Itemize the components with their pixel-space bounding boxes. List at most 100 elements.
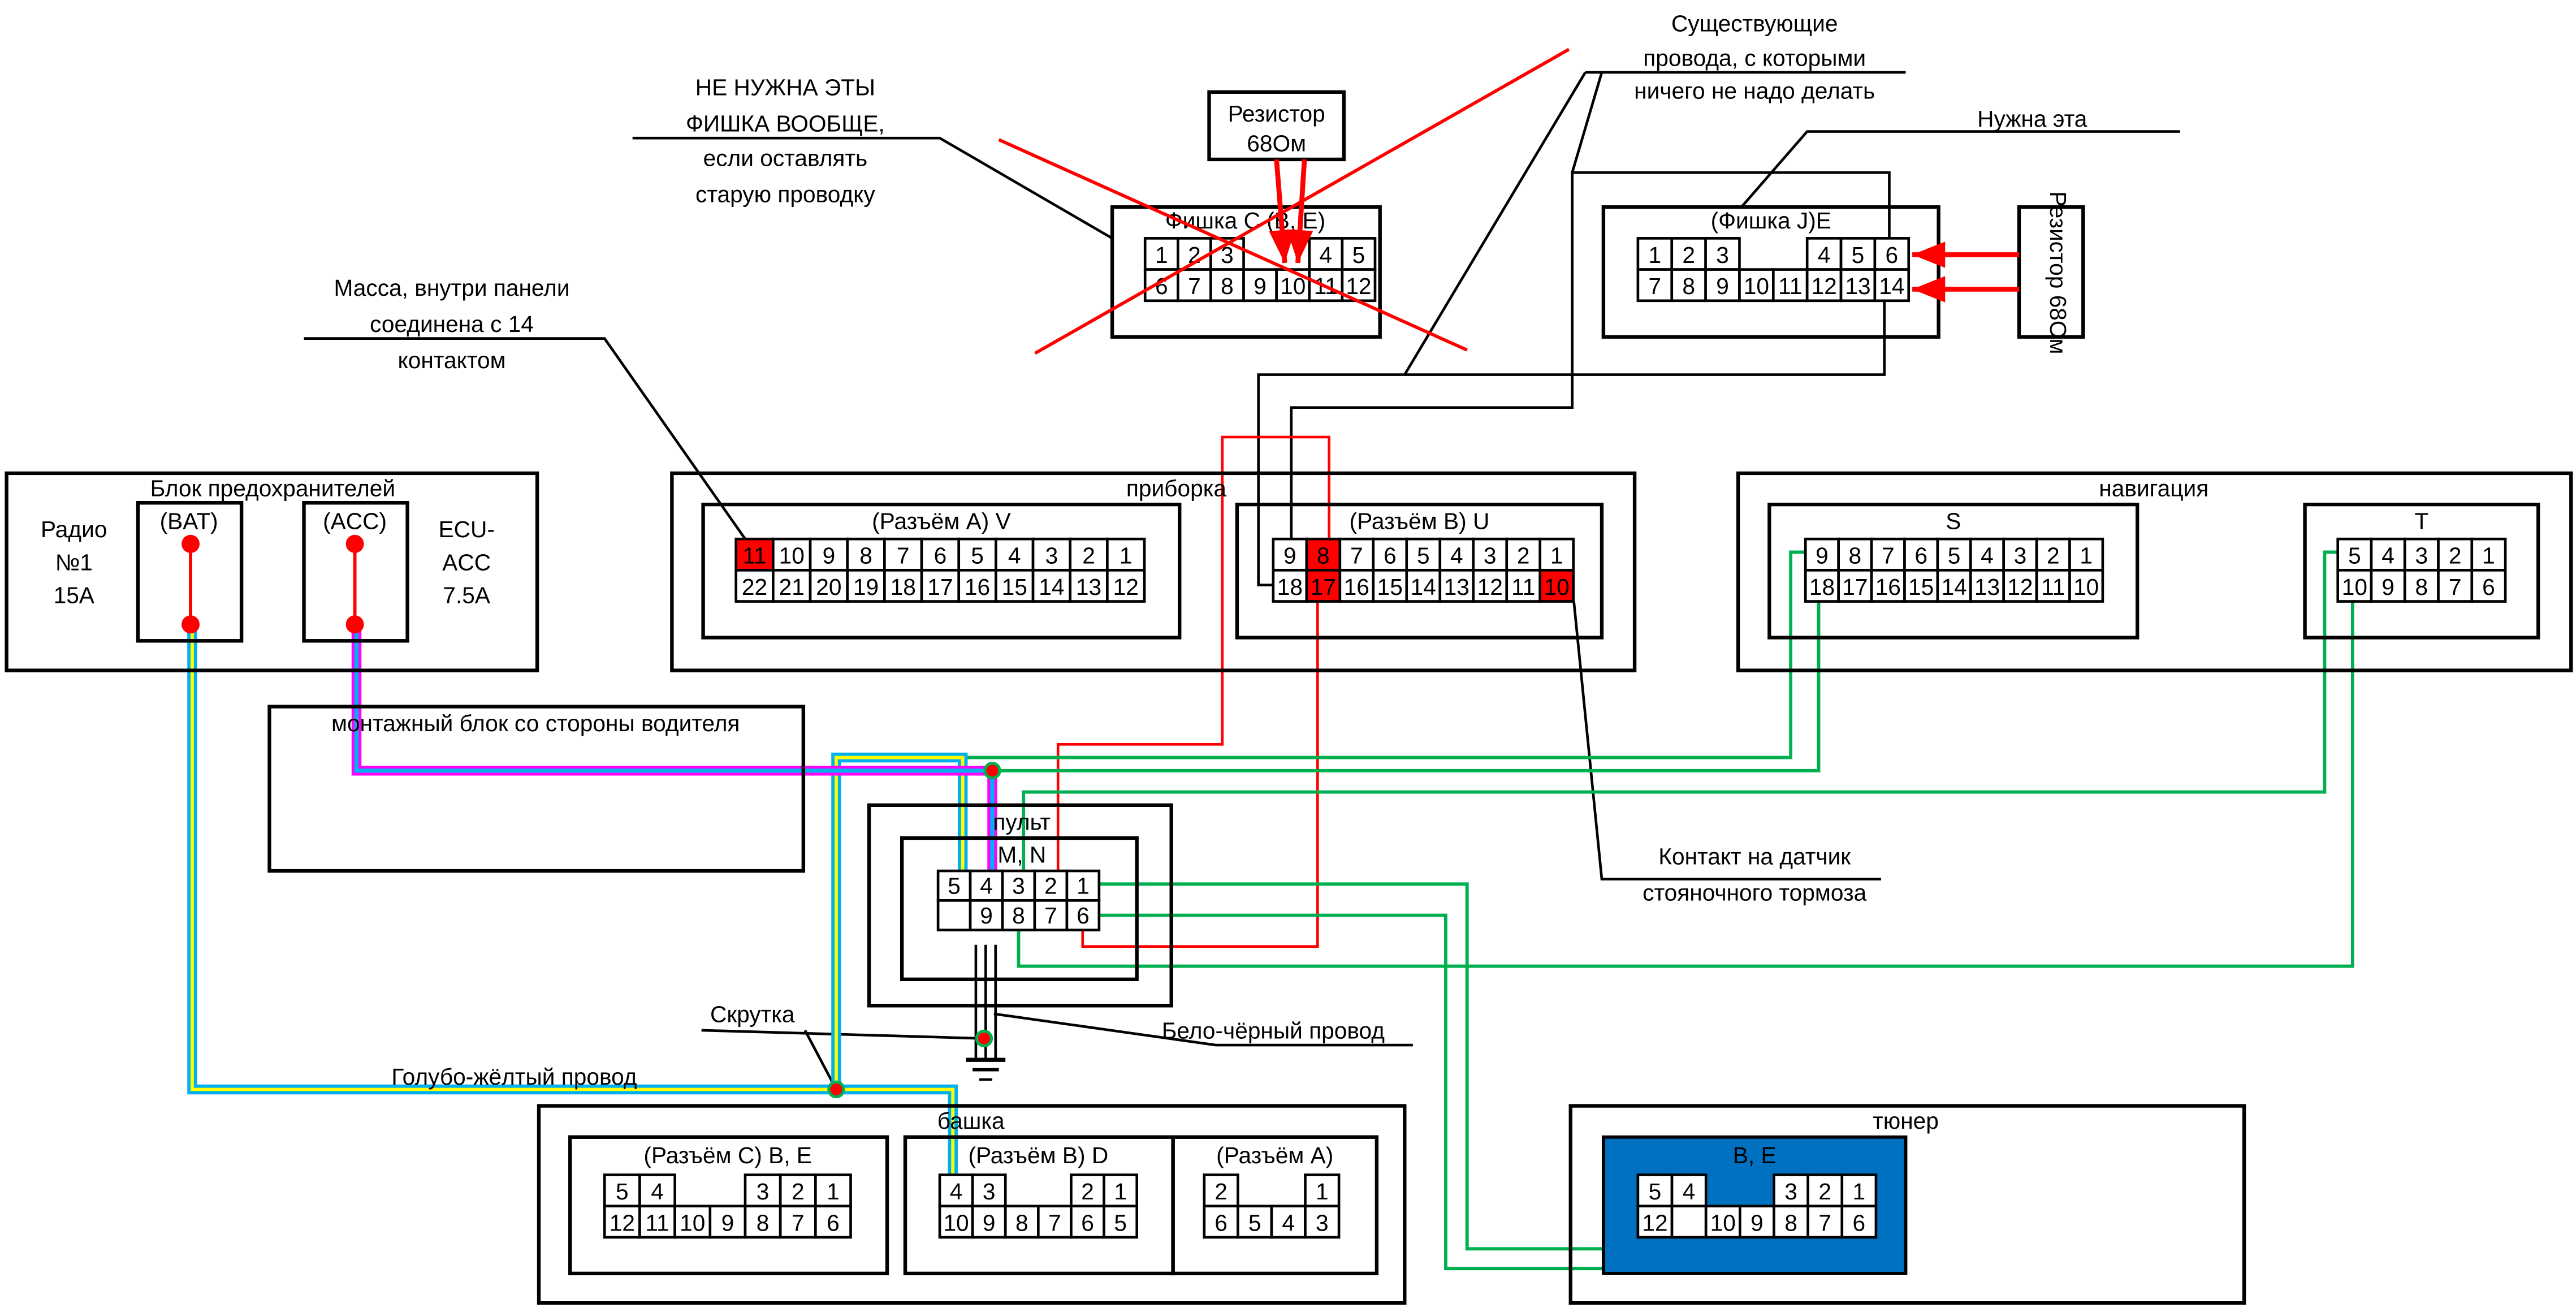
pin-cell: [1472, 537, 1509, 572]
pin-label: 17: [1311, 574, 1336, 600]
pin-label: 3: [2014, 543, 2027, 569]
pin-cell: [883, 568, 923, 603]
pin-label: 4: [651, 1179, 664, 1205]
pin-label: 17: [1842, 574, 1868, 600]
pin-cell: [2068, 568, 2104, 603]
pin-label: 11: [742, 543, 766, 569]
pin-label: 8: [859, 543, 872, 569]
pin-label: 1: [1853, 1179, 1866, 1205]
pin-cell: [1873, 237, 1911, 271]
connector-v-box: [701, 502, 1182, 640]
mount-block-label: монтажный блок со стороны водителя: [331, 710, 740, 736]
pin-label: 1: [2482, 543, 2495, 569]
pin-label: 12: [1113, 574, 1139, 600]
pin-label: 12: [1811, 273, 1836, 299]
leader-not-needed: [632, 136, 1113, 240]
annotation-line: контактом: [398, 347, 506, 373]
wires: [187, 71, 2354, 1271]
pin-cell: [1031, 537, 1072, 572]
pin-cell: [2002, 537, 2038, 572]
fuse-bat-label: (BAT): [160, 508, 218, 534]
pin-cell: [1031, 568, 1072, 603]
pin-label: 1: [1114, 1179, 1127, 1205]
pin-label: 7: [1188, 273, 1201, 299]
pin-label: 22: [742, 574, 767, 600]
existing-wire-j6-u9: [1290, 171, 1891, 539]
pult-label: пульт: [993, 809, 1051, 835]
resistor-top-label: 68Ом: [1247, 130, 1306, 156]
pin-label: 15: [1908, 574, 1934, 600]
pin-label: 3: [2415, 543, 2428, 569]
pin-cell: [1033, 899, 1069, 931]
pin-label: 4: [1450, 543, 1463, 569]
pin-label: 2: [792, 1179, 805, 1205]
resistor-right-label: Резистор 68Ом: [2045, 191, 2071, 354]
pin-label: 6: [1077, 903, 1090, 929]
pin-cell: [1538, 568, 1575, 603]
pin-label: 5: [1352, 242, 1365, 268]
pin-label: 3: [983, 1179, 996, 1205]
pin-label: 13: [1845, 273, 1870, 299]
pin-label: 18: [891, 574, 916, 600]
fuse-block-title: Блок предохранителей: [150, 476, 396, 502]
pin-cell: [1305, 568, 1342, 603]
pin-label: 3: [1484, 543, 1497, 569]
pin-cell: [1903, 568, 1939, 603]
pin-cell: [1237, 1205, 1273, 1239]
pin-label: 5: [1852, 242, 1865, 268]
pin-cell: [1738, 268, 1775, 303]
fuse-bat-box: [136, 500, 244, 643]
pin-cell: [638, 1173, 676, 1208]
pin-cell: [920, 568, 961, 603]
pin-cell: [2403, 537, 2440, 572]
pin-cell: [936, 899, 972, 931]
blue-yellow-wire-label: Голубо-жёлтый провод: [391, 1064, 637, 1090]
connector-title: (Разъём С) В, Е: [643, 1142, 812, 1168]
pin-label: 7: [1350, 543, 1363, 569]
pin-label: 9: [823, 543, 836, 569]
pin-label: 3: [1716, 242, 1729, 268]
connector-t-box: [2303, 502, 2540, 640]
connector-title: (Разъём А) V: [872, 508, 1011, 534]
pin-cell: [1037, 1205, 1073, 1239]
connector-u-box: [1235, 502, 1604, 640]
annotation-line: Существующие: [1671, 10, 1838, 36]
pin-label: 3: [1316, 1210, 1329, 1236]
pin-label: 4: [1320, 242, 1333, 268]
pin-cell: [1773, 1205, 1809, 1239]
fuse-acc-label: (ACC): [323, 508, 387, 534]
pin-label: 8: [1784, 1210, 1797, 1236]
pin-label: 13: [1444, 574, 1469, 600]
pin-label: 9: [980, 903, 993, 929]
arrow-icon: [1912, 276, 1946, 303]
pin-label: 4: [1981, 543, 1994, 569]
pin-label: 9: [1751, 1210, 1764, 1236]
pult-mn-box: [900, 836, 1139, 982]
pin-label: 2: [1818, 1179, 1831, 1205]
pin-cell: [673, 1205, 712, 1239]
pin-label: 7: [1818, 1210, 1831, 1236]
fuse-terminal: [181, 615, 200, 634]
connector-title: S: [1946, 508, 1961, 534]
connector-title: (Разъём В) U: [1350, 508, 1490, 534]
pin-label: 10: [2342, 574, 2367, 600]
pin-label: 5: [948, 873, 961, 899]
leader-twist2: [803, 1029, 838, 1090]
leader-existing-diag: [1571, 72, 1603, 173]
magenta-blue-wire-stripe: [354, 624, 995, 871]
pin-label: 13: [1076, 574, 1101, 600]
pin-label: 5: [971, 543, 984, 569]
fuse-right-label: 7.5A: [443, 582, 491, 608]
pin-label: 19: [853, 574, 879, 600]
pin-cell: [2470, 537, 2507, 572]
fuse-acc-box: [302, 500, 409, 643]
pin-label: 2: [1081, 1179, 1094, 1205]
arrow-icon: [1286, 229, 1313, 263]
red-wire-u17-pult7: [1081, 601, 1319, 948]
pin-label: 10: [1710, 1210, 1736, 1236]
twist-label: Скрутка: [710, 1001, 795, 1027]
pin-label: 4: [2381, 543, 2395, 569]
